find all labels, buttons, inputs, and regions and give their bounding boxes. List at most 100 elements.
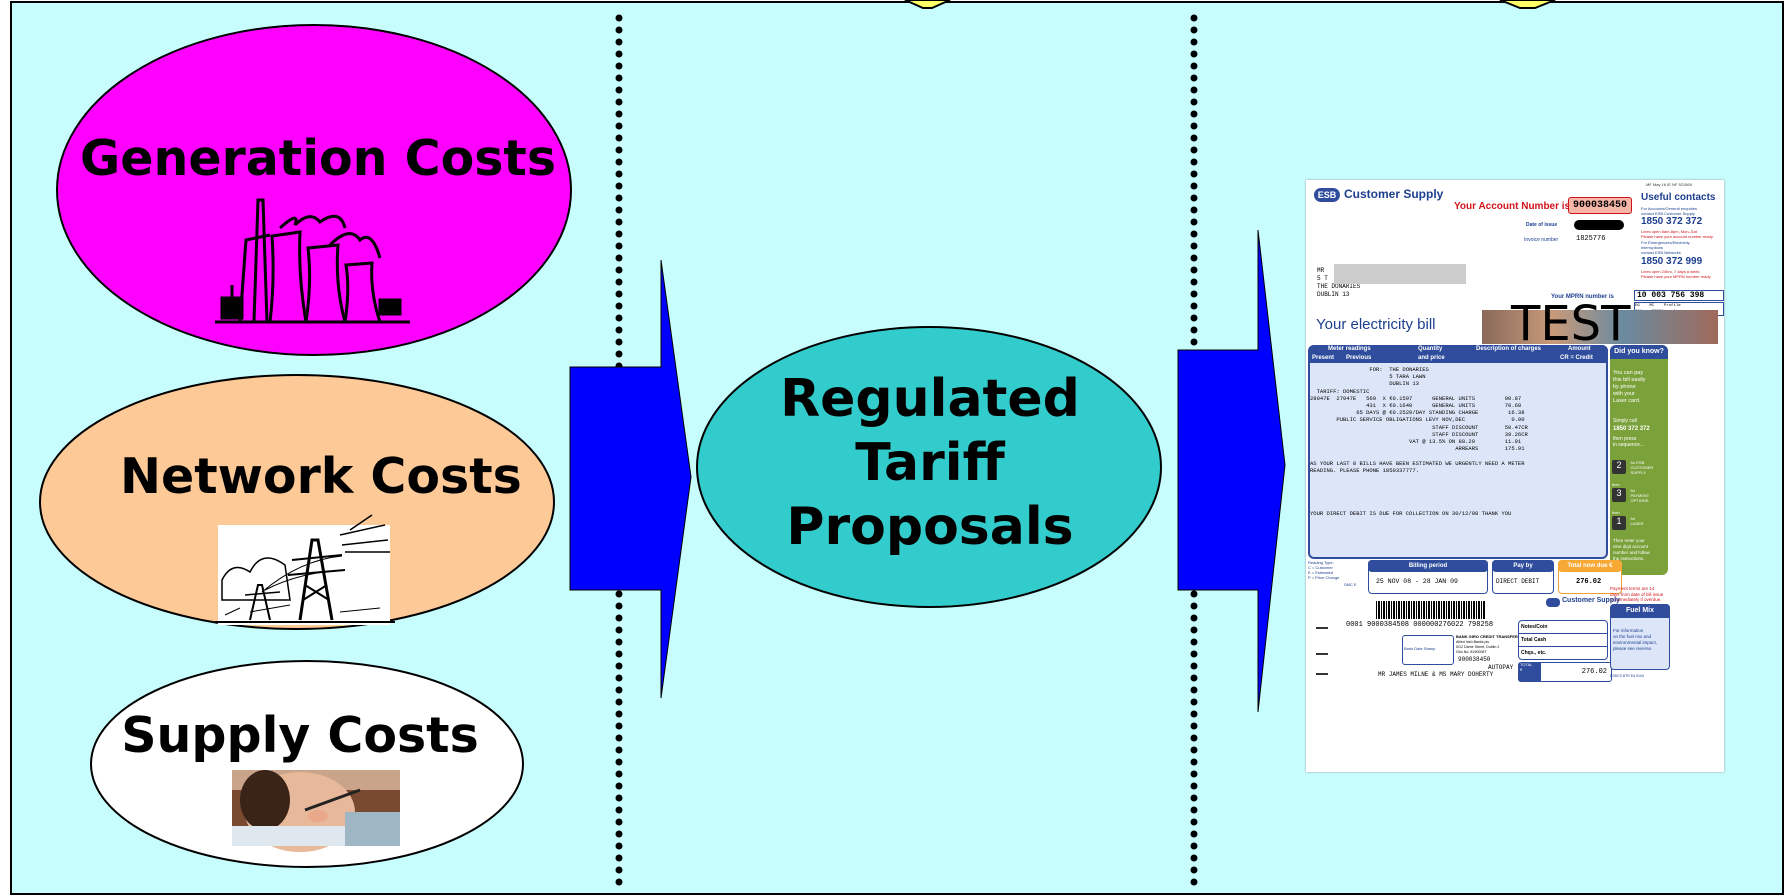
statement-line: TARIFF: DOMESTIC bbox=[1310, 387, 1370, 395]
giro-brand: Customer Supply bbox=[1562, 597, 1620, 604]
autopay-label: AUTOPAY bbox=[1488, 664, 1514, 671]
statement-line: 5 TARA LAWN bbox=[1310, 373, 1426, 381]
top-tab-left bbox=[904, 0, 951, 9]
mprn-cell: Profile bbox=[1663, 304, 1681, 308]
statement-line bbox=[1310, 481, 1528, 488]
address-line: 5 T bbox=[1317, 275, 1328, 282]
generation-costs-ellipse bbox=[56, 24, 572, 356]
key-2: 2 bbox=[1612, 460, 1626, 474]
statement-line bbox=[1310, 474, 1528, 481]
power-station-icon bbox=[215, 198, 410, 324]
th-amount: Amount bbox=[1568, 346, 1591, 352]
statement-line: 28047E 27047E 569 X €0.1597 GENERAL UNIT… bbox=[1310, 394, 1522, 402]
family-photo bbox=[1482, 310, 1718, 344]
transmission-pylon-icon bbox=[215, 514, 395, 625]
invoice-number: 1825776 bbox=[1576, 235, 1606, 243]
date-of-issue-redacted bbox=[1574, 220, 1624, 230]
contacts-general-phone: 1850 372 372 bbox=[1641, 216, 1703, 227]
th-meter-readings: Meter readings bbox=[1328, 346, 1371, 352]
key-item: 2 for ESB CUSTOMER SUPPLY. bbox=[1612, 460, 1653, 482]
key-item: 3 for PAYMENT OPTIONS. bbox=[1612, 488, 1653, 510]
key-then: then bbox=[1612, 482, 1620, 487]
bill-brand: Customer Supply bbox=[1344, 187, 1444, 201]
generation-costs-label: Generation Costs bbox=[80, 130, 557, 187]
address-block: MR 5 T THE DONARIES DUBLIN 13 bbox=[1317, 267, 1360, 299]
esb-logo: ESB bbox=[1314, 188, 1340, 202]
test-stamp: TEST bbox=[1511, 296, 1631, 352]
statement-line: STAFF DISCOUNT 50.47CR bbox=[1310, 423, 1528, 431]
key-2-text: for ESB CUSTOMER SUPPLY. bbox=[1630, 460, 1654, 475]
form-code: ESBCS BTR Ed 0104 bbox=[1610, 674, 1644, 678]
arrow-tariff-to-bill bbox=[1177, 229, 1286, 713]
address-line: DUBLIN 13 bbox=[1317, 291, 1350, 298]
mprn-number: 10 003 756 398 bbox=[1634, 290, 1724, 301]
th-and-price: and price bbox=[1418, 355, 1445, 361]
key-3: 3 bbox=[1612, 488, 1626, 502]
fuel-mix-text: For information on the fuel mix and envi… bbox=[1613, 628, 1658, 651]
giro-account: 900038450 bbox=[1458, 656, 1491, 663]
tick-mark bbox=[1316, 627, 1328, 629]
reading-types: Reading Type: C = Customer E = Estimated… bbox=[1308, 560, 1340, 580]
supply-costs-ellipse bbox=[90, 660, 524, 868]
account-number: 900038450 bbox=[1568, 197, 1633, 214]
statement-line: STAFF DISCOUNT 39.26CR bbox=[1310, 430, 1528, 438]
did-you-know-text: You can pay this bill easily by phone wi… bbox=[1613, 370, 1646, 404]
bill-ref-code: MF May 16 IE NF 521569 bbox=[1646, 182, 1692, 187]
invoice-number-label: Invoice number bbox=[1524, 237, 1559, 243]
giro-number: 0001 9000384508 000000276022 798258 bbox=[1346, 621, 1494, 629]
network-costs-label: Network Costs bbox=[120, 448, 522, 505]
slip-row: Total Cash bbox=[1519, 634, 1607, 647]
network-costs-ellipse bbox=[39, 374, 555, 630]
side-keys: 2 for ESB CUSTOMER SUPPLY. then 3 for PA… bbox=[1612, 460, 1653, 538]
total-due-value: 276.02 bbox=[1576, 578, 1602, 586]
slip-total-value: 276.02 bbox=[1540, 662, 1612, 682]
statement-header bbox=[1308, 345, 1608, 363]
mprn-cell: MC bbox=[1649, 304, 1655, 308]
statement-line bbox=[1310, 452, 1528, 459]
giro-esb-logo bbox=[1546, 598, 1560, 607]
th-previous: Previous bbox=[1346, 355, 1372, 361]
side-press-text: then press in sequence... bbox=[1613, 436, 1645, 448]
mprn-cell: DG bbox=[1635, 304, 1640, 308]
useful-contacts-title: Useful contacts bbox=[1641, 192, 1716, 203]
key-1: 1 bbox=[1612, 516, 1626, 530]
th-description: Description of charges bbox=[1476, 346, 1542, 352]
slip-row: Chqs., etc. bbox=[1521, 650, 1547, 656]
top-tab-right bbox=[1499, 0, 1556, 9]
statement-line: READING. PLEASE PHONE 1850337777. bbox=[1310, 466, 1419, 474]
side-call-label: Simply call bbox=[1613, 418, 1637, 424]
side-phone: 1850 372 372 bbox=[1613, 426, 1650, 432]
billing-period-label: Billing period bbox=[1368, 560, 1488, 572]
tariff-label: Regulated Tariff Proposals bbox=[760, 367, 1100, 559]
side-footer: Then enter your nine digit account numbe… bbox=[1613, 538, 1650, 561]
contacts-emergency-hours: Lines open 24hrs, 7 days a week Please h… bbox=[1641, 269, 1711, 279]
statement-line: FOR: THE DONARIES bbox=[1310, 366, 1429, 373]
pay-by-label: Pay by bbox=[1492, 560, 1554, 572]
tariff-label-line-1: Regulated bbox=[780, 369, 1080, 429]
total-due-label: Total now due € bbox=[1558, 560, 1622, 572]
statement-panel bbox=[1308, 345, 1608, 559]
billing-period-value: 25 NOV 08 - 28 JAN 09 bbox=[1376, 578, 1458, 585]
statement-line: ARREARS 175.91 bbox=[1310, 445, 1525, 453]
cash-slip: Notes/Coin Total Cash Chqs., etc. bbox=[1518, 620, 1608, 660]
slip-row: Notes/Coin bbox=[1519, 621, 1607, 634]
giro-stamp-label: Bank Date Stamp bbox=[1404, 646, 1436, 651]
date-of-issue-label: Date of issue bbox=[1526, 222, 1558, 228]
key-3-text: for PAYMENT OPTIONS. bbox=[1630, 488, 1650, 503]
mprn-label: Your MPRN number is bbox=[1551, 294, 1614, 300]
tick-mark bbox=[1316, 673, 1328, 675]
tariff-label-line-2: Tariff bbox=[855, 433, 1005, 493]
person-on-phone-photo bbox=[232, 770, 400, 852]
fuel-mix-title: Fuel Mix bbox=[1610, 604, 1670, 618]
key-item: 1 for LASER bbox=[1612, 516, 1653, 538]
supply-costs-label: Supply Costs bbox=[121, 707, 479, 764]
electricity-bill-image: ESB Customer Supply MF May 16 IE NF 5215… bbox=[1306, 180, 1724, 772]
statement-line bbox=[1310, 488, 1528, 495]
statement-lines: FOR: THE DONARIES 5 TARA LAWN DUBLIN 13 … bbox=[1310, 366, 1528, 517]
giro-title: BANK GIRO CREDIT TRANSFER bbox=[1456, 634, 1518, 639]
statement-line bbox=[1310, 496, 1528, 503]
tick-mark bbox=[1316, 653, 1328, 655]
payees: MR JAMES MILNE & MS MARY DOHERTY bbox=[1378, 671, 1494, 678]
address-redacted bbox=[1334, 264, 1466, 284]
